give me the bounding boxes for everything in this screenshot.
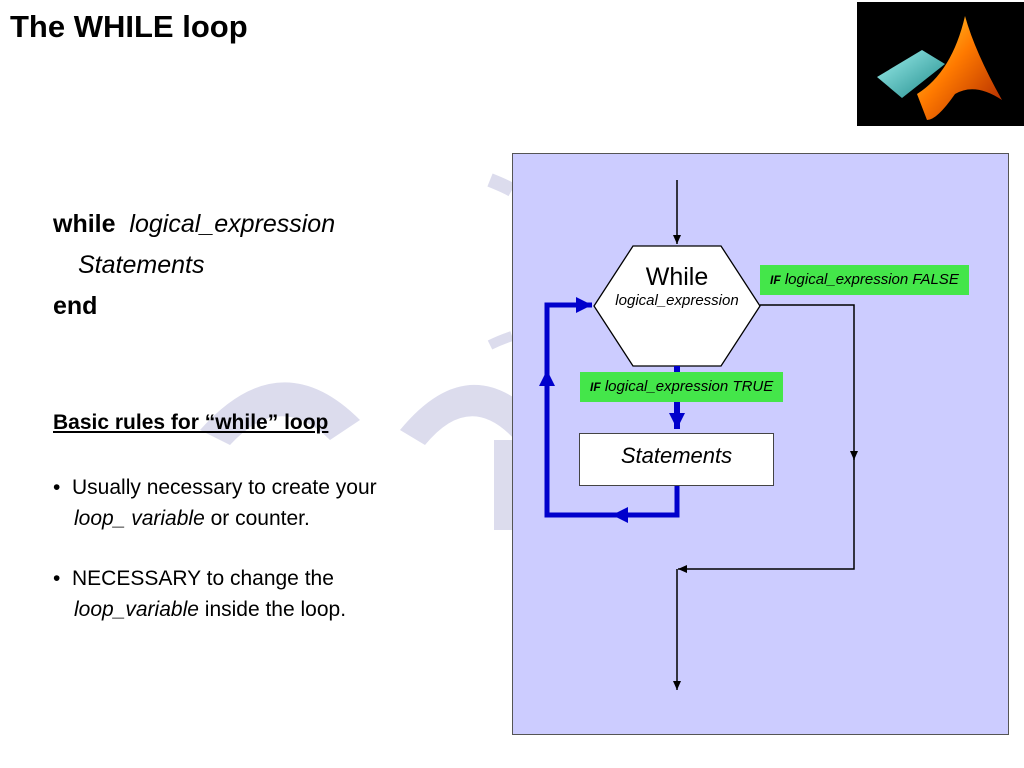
while-title: While xyxy=(645,263,709,291)
while-decision-label: While logical_expression xyxy=(594,262,760,309)
statements-text: Statements xyxy=(78,251,205,279)
false-condition-label: IF logical_expression FALSE xyxy=(760,265,969,295)
true-condition-text: logical_expression TRUE xyxy=(600,378,774,395)
false-branch-path xyxy=(760,304,858,460)
while-keyword: while xyxy=(53,210,116,238)
false-if-keyword: IF xyxy=(770,273,781,287)
rule-item-2: • NECESSARY to change the loop_variable i… xyxy=(53,563,346,625)
false-branch-join xyxy=(678,455,855,573)
bullet-icon: • xyxy=(53,476,61,499)
statements-node: Statements xyxy=(579,433,774,486)
end-keyword: end xyxy=(53,292,98,320)
true-if-keyword: IF xyxy=(590,380,601,394)
slide-title: The WHILE loop xyxy=(10,9,248,44)
while-expression: logical_expression xyxy=(615,292,739,309)
loop-entry-path xyxy=(544,297,592,380)
loop-back-path xyxy=(612,486,680,523)
rule-1-text: Usually necessary to create your xyxy=(72,476,377,499)
matlab-membrane-logo-icon xyxy=(857,2,1024,126)
loop-return-path xyxy=(539,370,612,518)
rule-1-italic: loop_ variable xyxy=(74,507,205,530)
rule-item-1: • Usually necessary to create your loop_ … xyxy=(53,472,377,534)
false-condition-text: logical_expression FALSE xyxy=(780,271,959,288)
bullet-icon: • xyxy=(53,567,61,590)
true-condition-label: IF logical_expression TRUE xyxy=(580,372,784,402)
rule-2-text: NECESSARY to change the xyxy=(72,567,334,590)
logical-expression-text: logical_expression xyxy=(129,210,336,238)
rules-heading: Basic rules for “while” loop xyxy=(53,411,329,434)
rule-1-text-end: or counter. xyxy=(204,507,310,530)
while-decision-node xyxy=(593,245,761,367)
rule-2-text-end: inside the loop. xyxy=(198,598,347,621)
rule-2-italic: loop_variable xyxy=(74,598,199,621)
while-syntax-block: while logical_expression Statements end xyxy=(53,204,335,327)
